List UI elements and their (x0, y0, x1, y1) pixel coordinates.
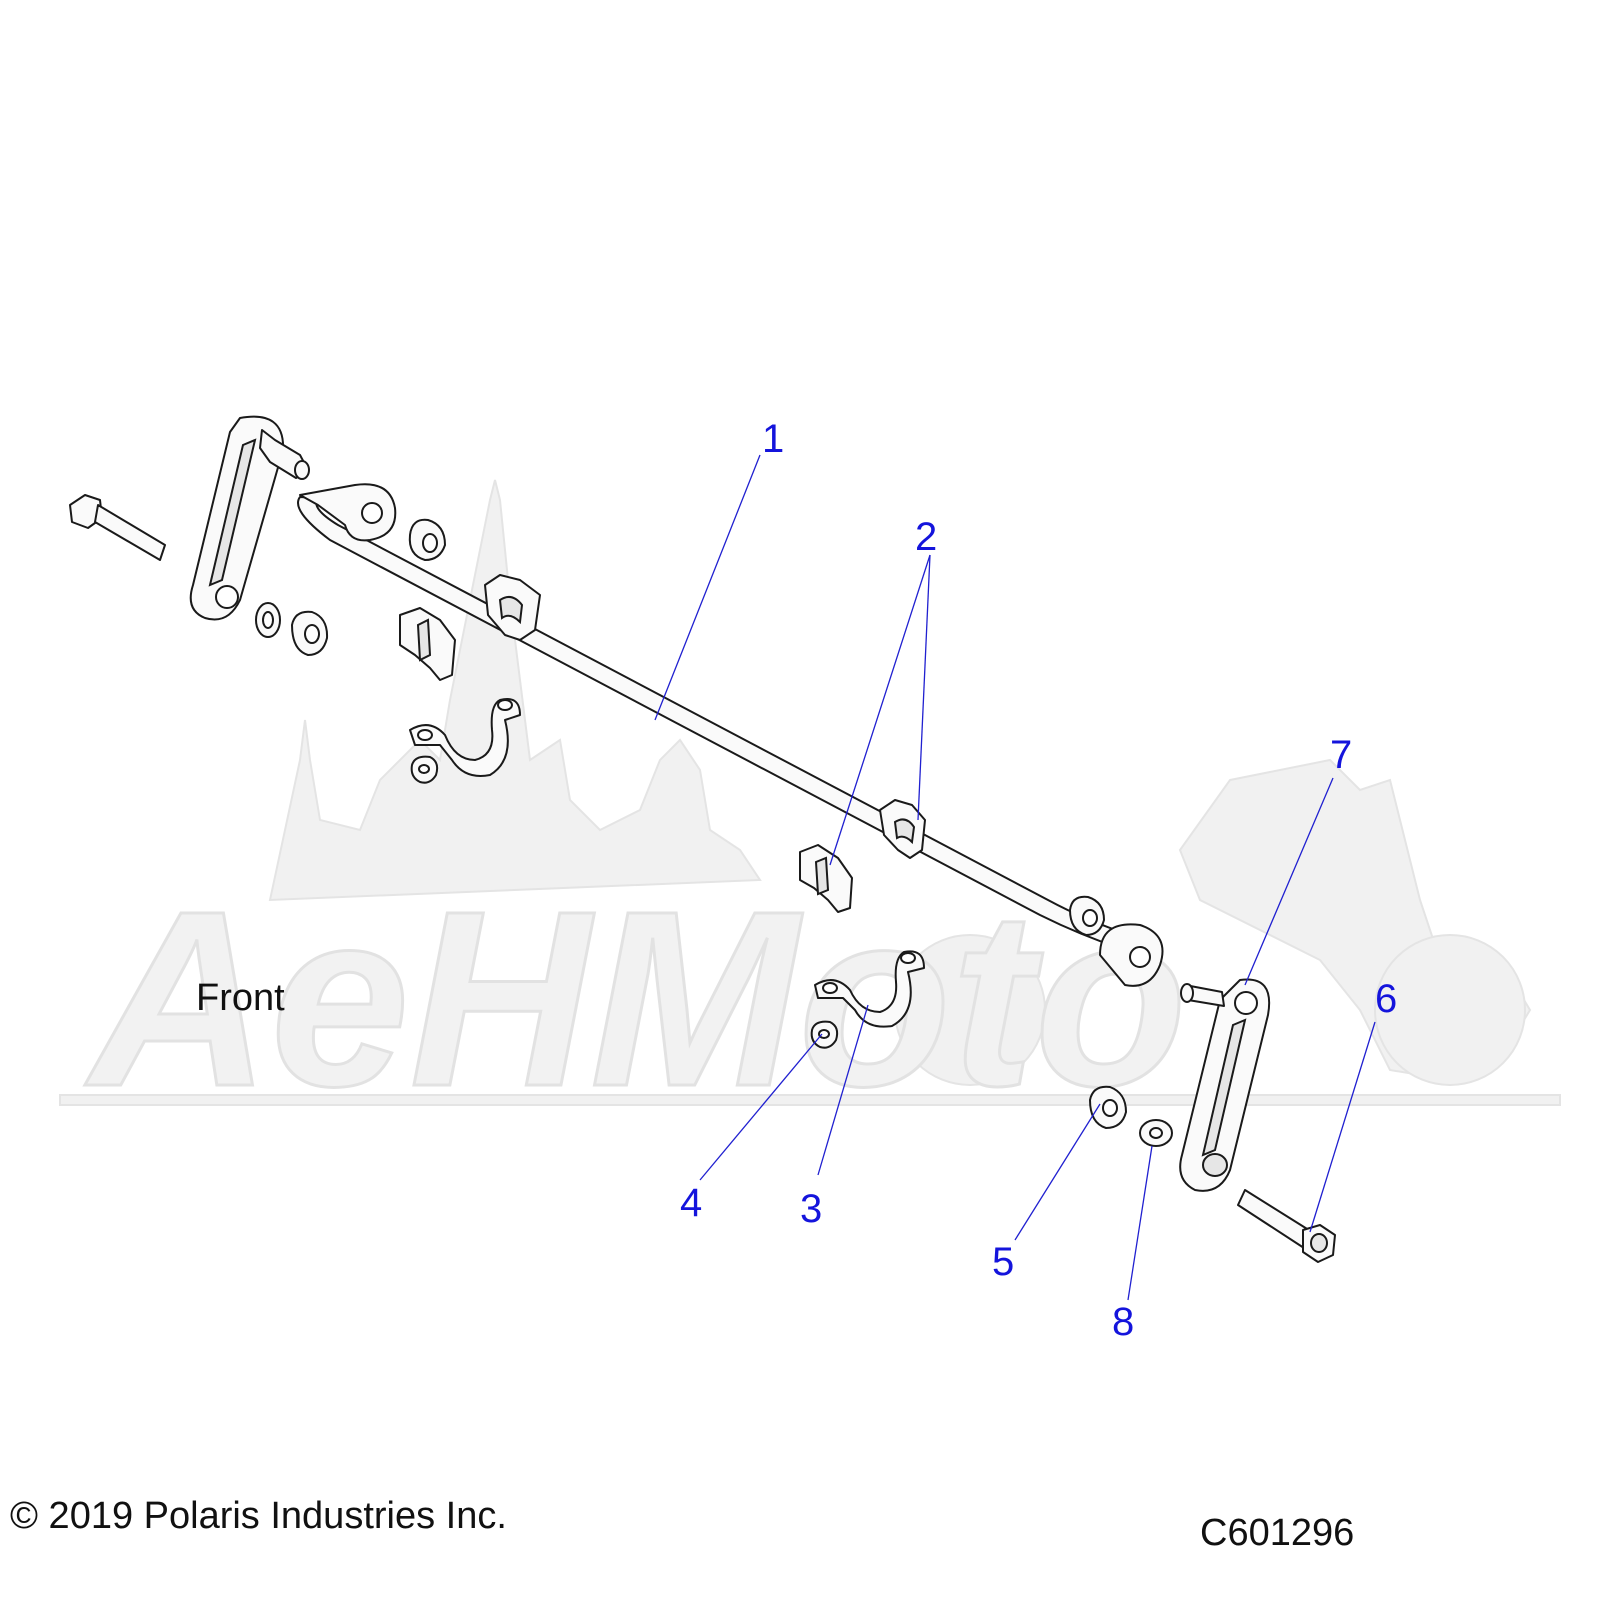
right-bushing-upper-groove (893, 818, 916, 845)
left-bolt (69, 494, 166, 561)
leader-6 (1309, 1021, 1376, 1233)
left-link-lower-eye (215, 585, 239, 609)
left-bushing-lower (399, 607, 456, 681)
right-clamp-body (814, 950, 925, 1028)
leader-1 (654, 454, 761, 721)
leader-3 (817, 1004, 869, 1176)
right-link-lower-eye (1202, 1153, 1228, 1177)
leader-lines (654, 454, 1376, 1301)
leader-2a (829, 554, 931, 866)
right-lower-nut (1089, 1085, 1127, 1129)
left-link (189, 415, 310, 621)
right-link-upper-eye (1234, 991, 1258, 1015)
watermark-text: AeHMoto (84, 859, 1187, 1138)
leader-5 (1014, 1103, 1101, 1241)
right-clamp-hole-1 (822, 982, 838, 994)
leader-2b (917, 554, 931, 821)
right-clamp (814, 950, 925, 1028)
left-link-stud-tip (294, 460, 310, 480)
watermark-logo: AeHMoto (59, 479, 1561, 1140)
watermark-cathedral (268, 479, 762, 902)
right-bushing-lower (799, 844, 853, 913)
right-washer-hole (1149, 1127, 1163, 1139)
right-link-slot (1201, 1018, 1247, 1157)
left-lower-nut (291, 610, 329, 656)
right-clamp-hole-2 (900, 952, 916, 964)
left-clamp-body (409, 698, 521, 777)
right-bolt-head-face (1310, 1233, 1328, 1253)
callout-6: 6 (1375, 977, 1397, 1021)
left-bushing-lower-groove (416, 618, 432, 662)
left-clamp (409, 698, 521, 784)
left-clamp-nut-hole (418, 764, 430, 774)
callouts: 1 2 3 4 5 6 7 8 (680, 417, 1397, 1344)
left-clamp-hole-1 (417, 729, 433, 741)
left-clamp-hole-2 (497, 699, 513, 711)
figure-id: C601296 (1200, 1512, 1355, 1554)
left-washer-hole (262, 611, 274, 629)
right-bolt-shank (1237, 1189, 1313, 1249)
left-lower-nut-hole (304, 624, 320, 644)
callout-1: 1 (762, 417, 784, 461)
left-upper-nut (408, 518, 446, 561)
stabilizer-bar-right-hole (1129, 946, 1151, 968)
leader-4 (699, 1033, 823, 1181)
right-lower-nut-hole (1102, 1099, 1118, 1117)
left-bushing-upper-groove (498, 595, 524, 625)
left-bolt-shank (94, 504, 166, 561)
left-link-assembly (69, 415, 446, 656)
left-washer (255, 602, 281, 638)
right-clamp-nut (810, 1020, 839, 1049)
right-bushing-upper (879, 799, 926, 859)
left-link-slot (208, 438, 257, 587)
callout-8: 8 (1112, 1300, 1134, 1344)
callout-4: 4 (680, 1181, 702, 1225)
callout-3: 3 (800, 1187, 822, 1231)
stabilizer-bar-left-end (299, 483, 397, 542)
watermark-rear-wheel (1374, 934, 1526, 1086)
right-clamp-nut-hole (818, 1029, 830, 1039)
stabilizer-bar-left-hole (361, 502, 383, 524)
leader-7 (1244, 777, 1334, 986)
left-bushing-upper (484, 574, 541, 641)
right-upper-nut (1069, 895, 1105, 936)
right-upper-nut-hole (1082, 909, 1098, 927)
callout-5: 5 (992, 1240, 1014, 1284)
leader-8 (1127, 1145, 1153, 1301)
right-link-stud-tip (1180, 983, 1194, 1003)
copyright-notice: © 2019 Polaris Industries Inc. (10, 1495, 507, 1537)
callout-7: 7 (1330, 733, 1352, 777)
right-bushing-lower-groove (814, 856, 830, 896)
right-link (1179, 978, 1271, 1192)
right-washer (1139, 1119, 1173, 1147)
watermark-baseline (59, 1094, 1561, 1106)
right-bolt (1237, 1189, 1336, 1263)
left-upper-nut-hole (422, 533, 438, 553)
front-direction-label: Front (196, 977, 285, 1019)
callout-2: 2 (915, 515, 937, 559)
